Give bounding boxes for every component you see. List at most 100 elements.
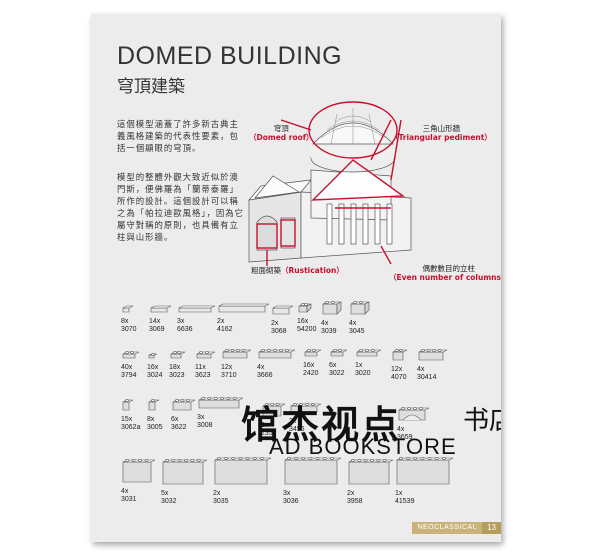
part-quantity: 16x bbox=[297, 318, 309, 325]
part-quantity: 4x bbox=[349, 320, 357, 327]
part-quantity: 2x bbox=[289, 418, 297, 425]
part-number: 3069 bbox=[149, 326, 165, 333]
part-quantity: 12x bbox=[391, 366, 403, 373]
part-icon bbox=[284, 457, 342, 485]
part-icon bbox=[298, 303, 312, 313]
part-number: 3045 bbox=[349, 328, 365, 335]
part-icon bbox=[262, 403, 286, 417]
page-footer: NEOCLASSICAL 13 bbox=[412, 522, 501, 534]
part-quantity: 3x bbox=[283, 490, 291, 497]
callout-dome: 穹頂 （Domed roof） bbox=[249, 124, 314, 142]
part-number: 3008 bbox=[197, 422, 213, 429]
part-quantity: 4x bbox=[321, 320, 329, 327]
part-icon bbox=[348, 459, 394, 485]
part-quantity: 4x bbox=[397, 426, 405, 433]
part-icon bbox=[148, 399, 160, 411]
part-number: 3035 bbox=[213, 498, 229, 505]
part-number: 3623 bbox=[195, 372, 211, 379]
intro-paragraph-2: 模型的整體外觀大致近似於澳門斯，便佛羅為「蘭蒂泰羅」所作的設計。這個設計可以稱之… bbox=[117, 172, 245, 242]
part-number: 3068 bbox=[271, 328, 287, 335]
part-icon bbox=[122, 459, 156, 483]
part-quantity: 6x bbox=[171, 416, 179, 423]
part-quantity: 15x bbox=[121, 416, 133, 423]
part-quantity: 4x bbox=[417, 366, 425, 373]
part-number: 6636 bbox=[177, 326, 193, 333]
part-number: 3456 bbox=[289, 426, 305, 433]
footer-page-number: 13 bbox=[482, 522, 501, 534]
part-number: 3020 bbox=[355, 370, 371, 377]
part-number: 3005 bbox=[147, 424, 163, 431]
part-number: 3039 bbox=[321, 328, 337, 335]
part-number: 3958 bbox=[347, 498, 363, 505]
part-number: 41539 bbox=[395, 498, 415, 505]
part-number: 3023 bbox=[169, 372, 185, 379]
part-icon bbox=[214, 457, 272, 485]
part-number: 4162 bbox=[217, 326, 233, 333]
part-icon bbox=[258, 349, 296, 359]
part-icon bbox=[392, 349, 408, 361]
part-icon bbox=[398, 407, 430, 421]
part-icon bbox=[198, 397, 244, 409]
part-icon bbox=[122, 351, 140, 359]
part-number: 3794 bbox=[121, 372, 137, 379]
part-number: 3024 bbox=[147, 372, 163, 379]
part-icon bbox=[150, 305, 172, 313]
part-icon bbox=[304, 349, 322, 357]
part-quantity: 16x bbox=[303, 362, 315, 369]
footer-section-label: NEOCLASSICAL bbox=[412, 522, 483, 534]
part-number: 2420 bbox=[303, 370, 319, 377]
part-number: 3062a bbox=[121, 424, 141, 431]
part-number: 54200 bbox=[297, 326, 317, 333]
part-quantity: 16x bbox=[147, 364, 159, 371]
part-icon bbox=[122, 305, 134, 313]
part-icon bbox=[396, 457, 454, 485]
part-quantity: 6x bbox=[261, 422, 269, 429]
part-quantity: 18x bbox=[169, 364, 181, 371]
part-quantity: 40x bbox=[121, 364, 133, 371]
part-quantity: 2x bbox=[213, 490, 221, 497]
part-quantity: 4x bbox=[257, 364, 265, 371]
callout-columns: 偶數數目的立柱 （Even number of columns） bbox=[389, 264, 501, 282]
part-number: 3022 bbox=[329, 370, 345, 377]
domed-building-illustration bbox=[248, 101, 412, 266]
part-number: 4070 bbox=[391, 374, 407, 381]
part-icon bbox=[290, 403, 322, 413]
part-quantity: 14x bbox=[149, 318, 161, 325]
part-quantity: 5x bbox=[161, 490, 169, 497]
part-number: 3070 bbox=[121, 326, 137, 333]
page-title: DOMED BUILDING bbox=[117, 42, 343, 70]
part-icon bbox=[148, 353, 158, 359]
part-quantity: 1x bbox=[355, 362, 363, 369]
part-icon bbox=[322, 301, 342, 315]
part-number: 3659 bbox=[397, 434, 413, 441]
part-icon bbox=[196, 351, 216, 359]
part-quantity: 8x bbox=[147, 416, 155, 423]
watermark-chinese-suffix: 书店 bbox=[463, 406, 501, 436]
part-number: 3032 bbox=[161, 498, 177, 505]
part-number: 3710 bbox=[221, 372, 237, 379]
